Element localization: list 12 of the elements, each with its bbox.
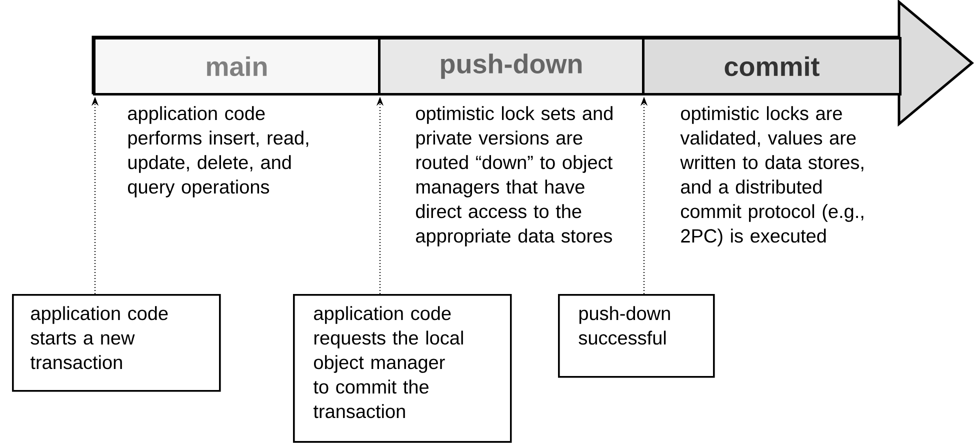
phase-segment: commit: [642, 37, 902, 96]
event-box: [293, 294, 512, 443]
event-box: [558, 294, 715, 378]
event-text: application code requests the local object manager to commit the transaction: [314, 306, 463, 418]
event-text: application code starts a new transaction: [30, 306, 168, 370]
phase-segment: main: [93, 37, 380, 96]
phase-description: optimistic lock sets and private versions are routed “down” to object managers that have direct access to the appropriate data stores: [416, 106, 613, 246]
event-text: push-down successful: [578, 306, 670, 345]
phase-description: optimistic locks are validated, values are written to data stores, and a distributed commit protocol (e.g., 2PC) is executed: [680, 106, 864, 246]
phase-segment: push-down: [378, 37, 644, 96]
phase-description: application code performs insert, read, update, delete, and query operations: [128, 106, 308, 198]
event-box: [12, 294, 221, 392]
